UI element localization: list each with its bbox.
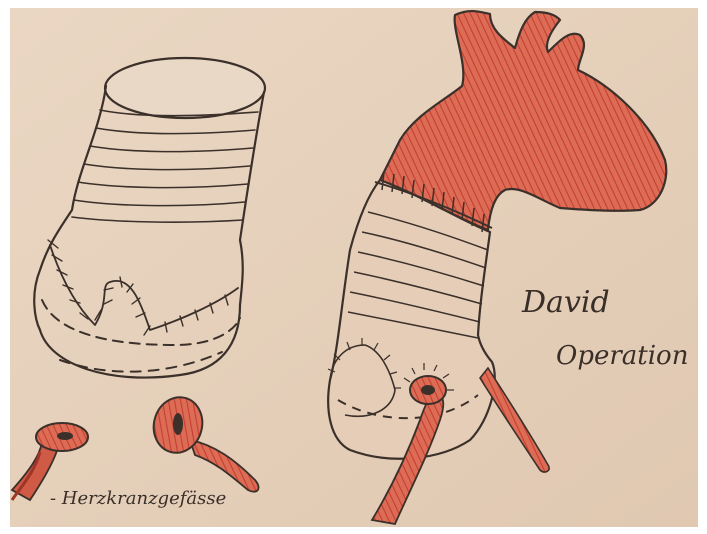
title-line1: David (521, 285, 610, 320)
title-line2: Operation (556, 341, 688, 371)
vessels-label: - Herzkranzgefässe (50, 488, 226, 509)
